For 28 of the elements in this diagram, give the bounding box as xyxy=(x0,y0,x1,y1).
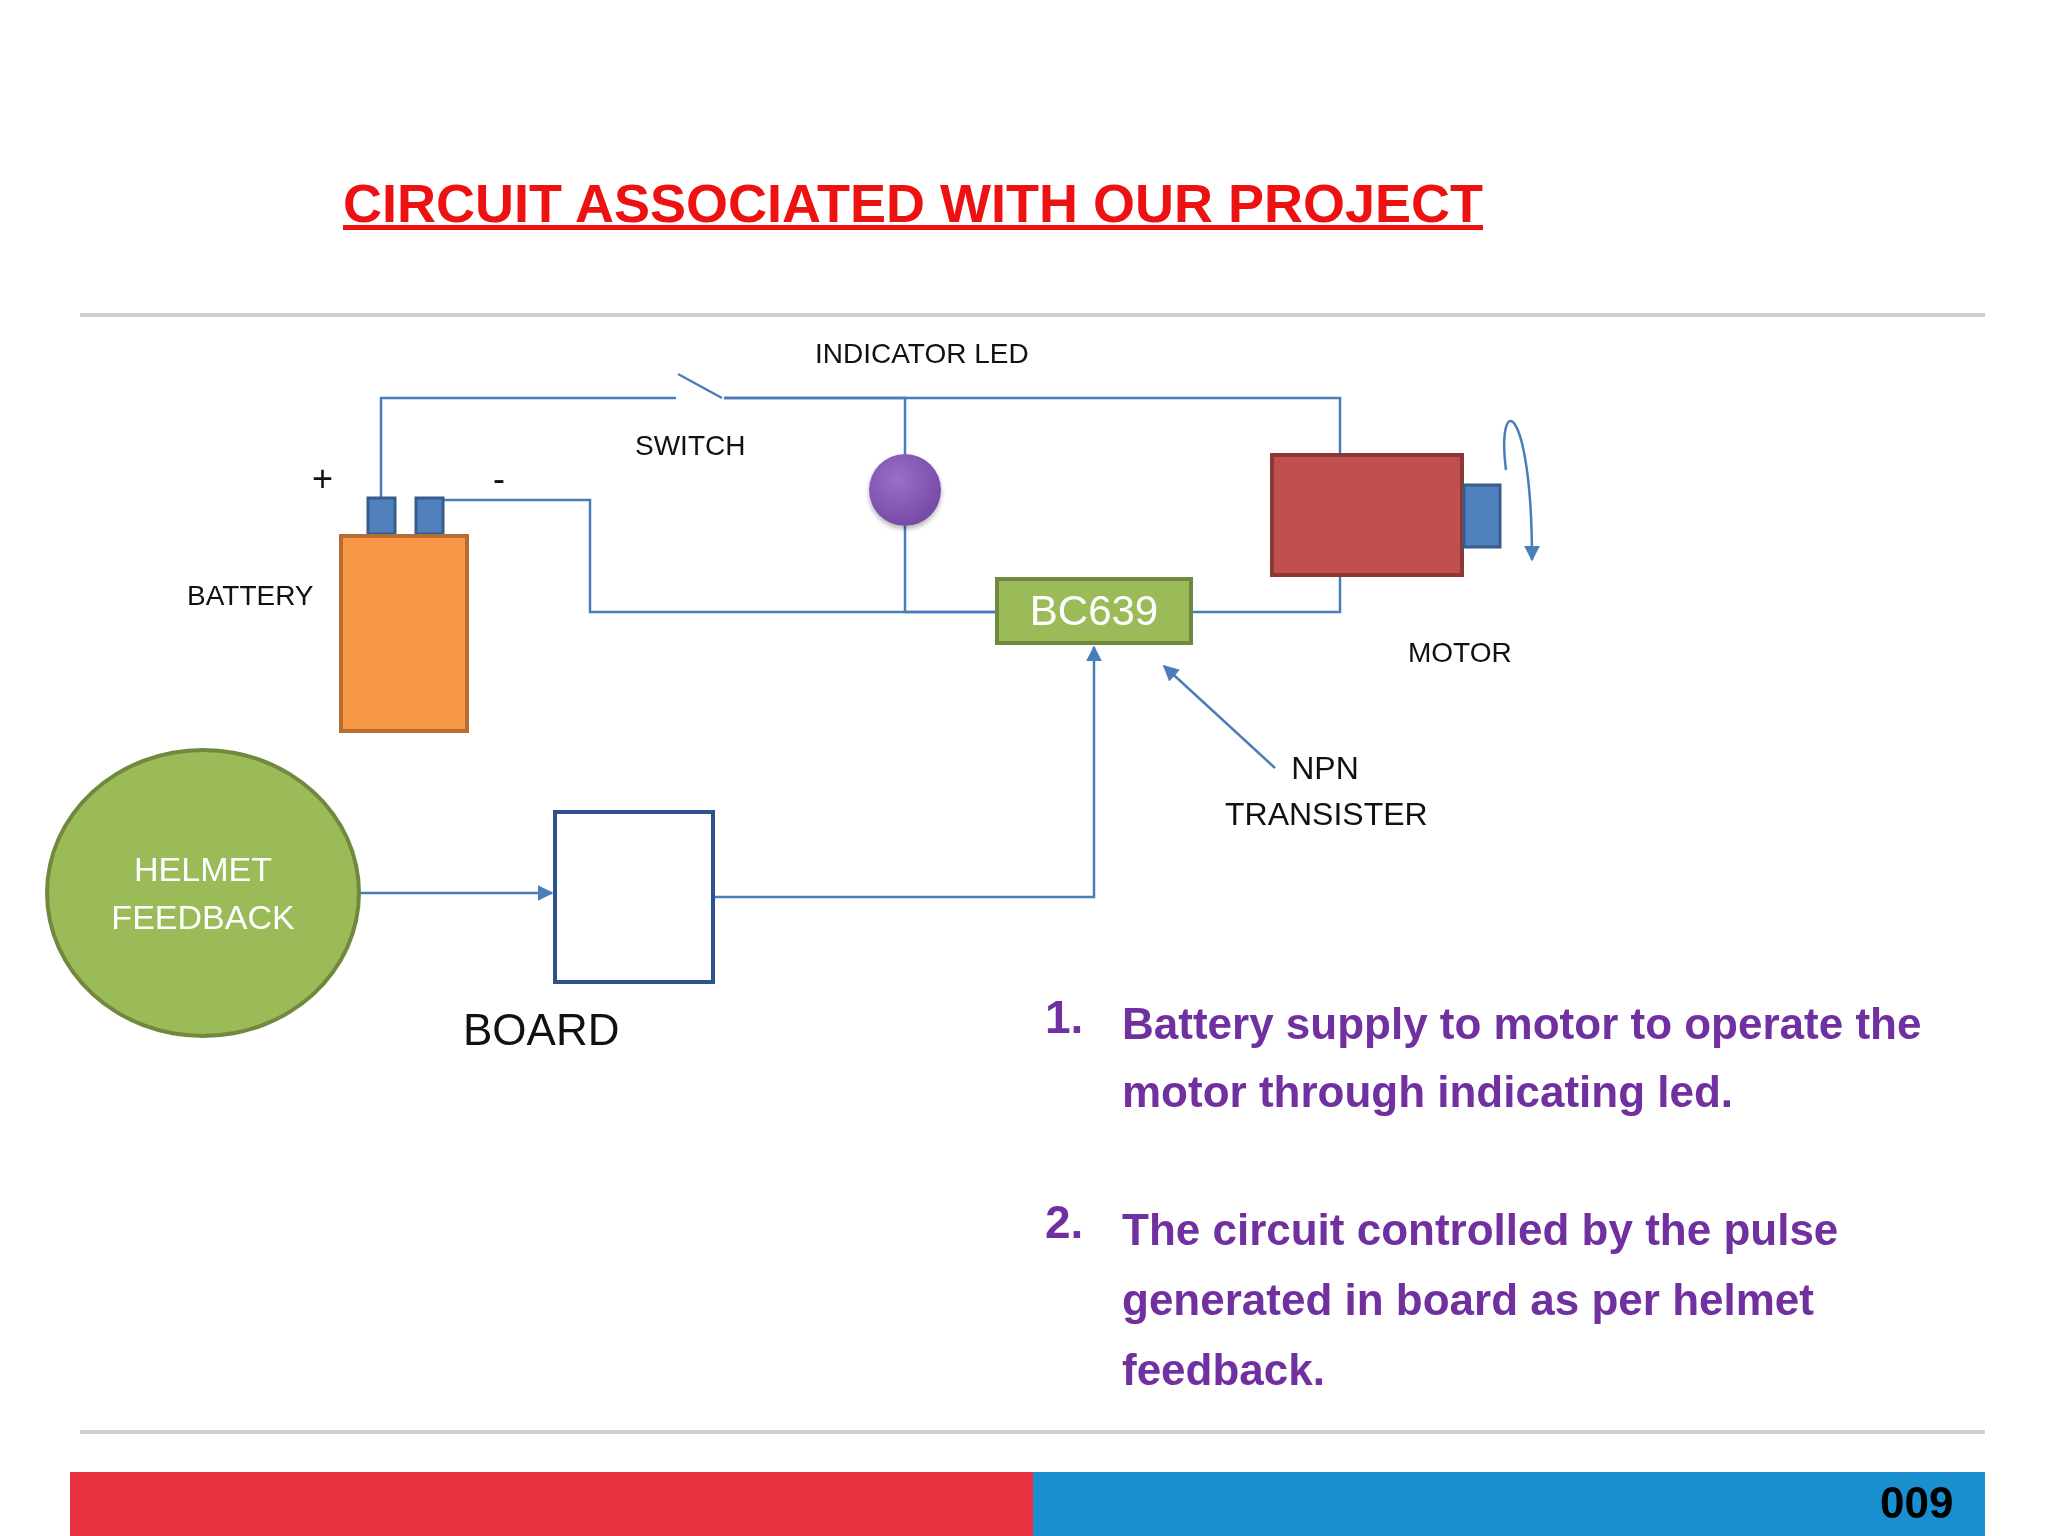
wire xyxy=(1193,577,1342,614)
wire xyxy=(379,396,676,498)
node-label: HELMET FEEDBACK xyxy=(110,849,296,938)
battery-symbol xyxy=(338,496,470,734)
list-text: The circuit controlled by the pulse generated in board as per helmet feedback. xyxy=(1122,1204,1840,1396)
polarity-mark: + xyxy=(312,458,334,500)
page-number: 009 xyxy=(1880,1478,1954,1528)
node-label: BC639 xyxy=(1029,587,1159,635)
component-label: MOTOR xyxy=(1408,637,1512,669)
slide-title: CIRCUIT ASSOCIATED WITH OUR PROJECT xyxy=(343,172,1483,234)
polarity-mark: - xyxy=(493,458,505,500)
transistor-box xyxy=(995,577,1193,645)
wire xyxy=(724,396,1342,455)
component-label: BOARD xyxy=(463,1005,620,1055)
arrow xyxy=(715,645,1102,899)
component-label: INDICATOR LED xyxy=(815,338,1029,370)
motor-symbol xyxy=(1270,453,1502,577)
list-number: 2. xyxy=(1045,1195,1084,1249)
leader-line xyxy=(1162,664,1276,769)
board-box xyxy=(553,810,715,984)
wire xyxy=(903,526,995,614)
text-label: NPN TRANSISTER xyxy=(1225,749,1425,834)
list-text: Battery supply to motor to operate the motor through indicating led. xyxy=(1122,998,1923,1118)
led-symbol xyxy=(869,454,941,526)
arrow xyxy=(361,885,554,901)
list-number: 1. xyxy=(1045,990,1084,1044)
component-label: SWITCH xyxy=(635,430,746,462)
component-label: BATTERY xyxy=(187,580,314,612)
